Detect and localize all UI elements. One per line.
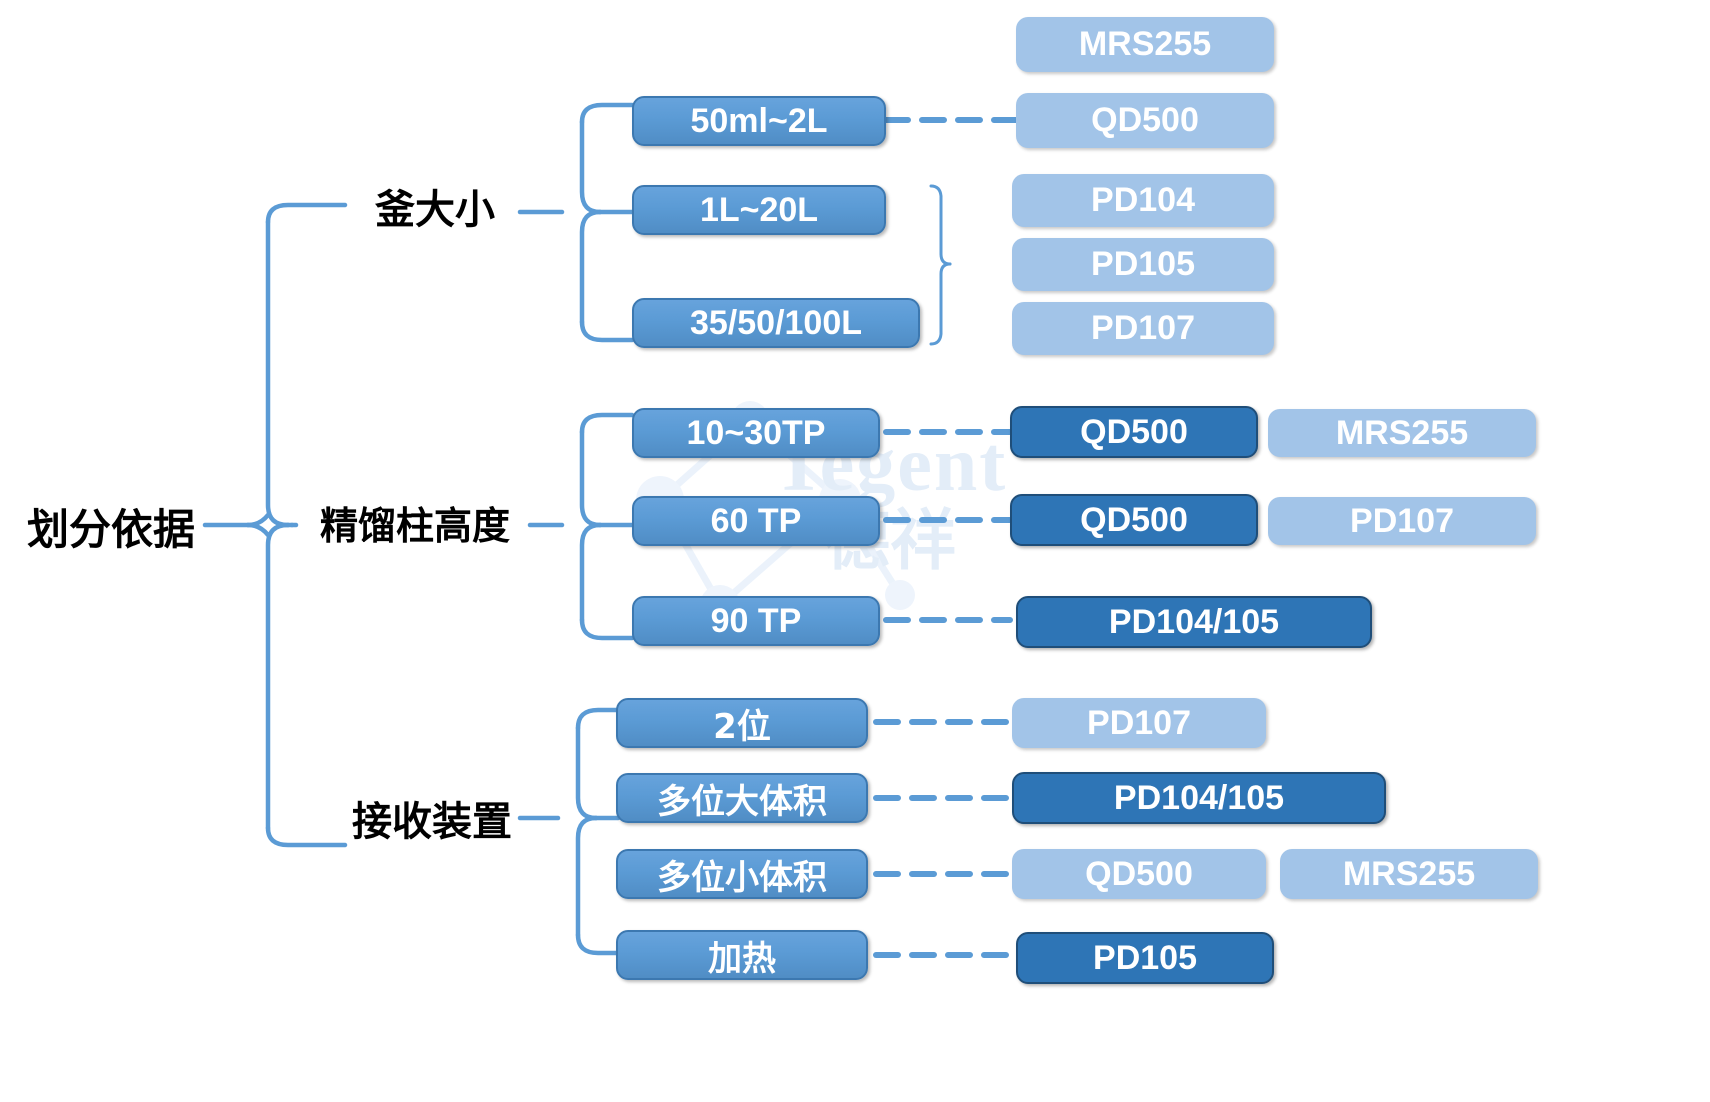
child-90tp-label: 90 TP xyxy=(710,601,802,640)
child-60tp[interactable]: 60 TP xyxy=(632,496,880,546)
child-heating[interactable]: 加热 xyxy=(616,930,868,980)
product-pd104-105-90tp-label: PD104/105 xyxy=(1108,602,1280,641)
child-35-50-100l[interactable]: 35/50/100L xyxy=(632,298,920,348)
child-10-30tp-label: 10~30TP xyxy=(686,413,826,452)
child-35-50-100l-label: 35/50/100L xyxy=(689,303,863,342)
product-pd107-kettle-label: PD107 xyxy=(1091,309,1195,347)
product-qd500-10-30tp-label: QD500 xyxy=(1080,412,1188,451)
product-pd105-heating-label: PD105 xyxy=(1093,938,1197,977)
product-qd500-60tp-label: QD500 xyxy=(1080,500,1188,539)
child-heating-label: 加热 xyxy=(708,938,776,979)
product-pd104-105-90tp[interactable]: PD104/105 xyxy=(1016,596,1372,648)
product-pd104-105-multi-large[interactable]: PD104/105 xyxy=(1012,772,1386,824)
product-pd104-kettle-label: PD104 xyxy=(1091,181,1195,219)
product-qd500-60tp[interactable]: QD500 xyxy=(1010,494,1258,546)
child-50ml-2l-label: 50ml~2L xyxy=(690,101,828,140)
product-pd107-kettle[interactable]: PD107 xyxy=(1012,302,1274,355)
product-pd107-2-position-label: PD107 xyxy=(1087,703,1191,742)
child-60tp-label: 60 TP xyxy=(710,501,802,540)
product-pd107-60tp-label: PD107 xyxy=(1350,501,1454,540)
child-2-position[interactable]: 2位 xyxy=(616,698,868,748)
root-label: 划分依据 xyxy=(26,504,195,554)
product-qd500-multi-small-label: QD500 xyxy=(1085,854,1193,893)
product-pd105-kettle[interactable]: PD105 xyxy=(1012,238,1274,291)
product-mrs255-10-30tp[interactable]: MRS255 xyxy=(1268,409,1536,457)
product-qd500-10-30tp[interactable]: QD500 xyxy=(1010,406,1258,458)
product-mrs255-multi-small-label: MRS255 xyxy=(1342,854,1476,893)
child-multi-large-label: 多位大体积 xyxy=(657,781,827,822)
product-qd500-kettle-label: QD500 xyxy=(1091,101,1199,139)
product-mrs255-10-30tp-label: MRS255 xyxy=(1335,413,1469,452)
product-qd500-multi-small[interactable]: QD500 xyxy=(1012,849,1266,899)
child-10-30tp[interactable]: 10~30TP xyxy=(632,408,880,458)
product-mrs255-kettle[interactable]: MRS255 xyxy=(1016,17,1274,72)
product-mrs255-multi-small[interactable]: MRS255 xyxy=(1280,849,1538,899)
product-pd104-105-multi-large-label: PD104/105 xyxy=(1113,778,1285,817)
product-qd500-kettle[interactable]: QD500 xyxy=(1016,93,1274,148)
child-multi-small[interactable]: 多位小体积 xyxy=(616,849,868,899)
branch-kettle-size-label: 釜大小 xyxy=(375,187,495,233)
child-50ml-2l[interactable]: 50ml~2L xyxy=(632,96,886,146)
product-pd105-kettle-label: PD105 xyxy=(1091,245,1195,283)
product-mrs255-kettle-label: MRS255 xyxy=(1078,25,1212,63)
child-1l-20l[interactable]: 1L~20L xyxy=(632,185,886,235)
child-2-position-label: 2位 xyxy=(713,706,771,747)
product-pd107-60tp[interactable]: PD107 xyxy=(1268,497,1536,545)
branch-kettle-size[interactable]: 釜大小 xyxy=(350,180,520,233)
branch-receiver-label: 接收装置 xyxy=(352,799,512,845)
product-pd107-2-position[interactable]: PD107 xyxy=(1012,698,1266,748)
branch-column-height-label: 精馏柱高度 xyxy=(319,503,510,548)
child-90tp[interactable]: 90 TP xyxy=(632,596,880,646)
child-1l-20l-label: 1L~20L xyxy=(699,190,819,229)
child-multi-large[interactable]: 多位大体积 xyxy=(616,773,868,823)
branch-column-height[interactable]: 精馏柱高度 xyxy=(296,496,534,548)
product-pd105-heating[interactable]: PD105 xyxy=(1016,932,1274,984)
child-multi-small-label: 多位小体积 xyxy=(657,857,827,898)
root-node[interactable]: 划分依据 xyxy=(16,498,206,554)
product-pd104-kettle[interactable]: PD104 xyxy=(1012,174,1274,227)
branch-receiver[interactable]: 接收装置 xyxy=(340,792,524,845)
